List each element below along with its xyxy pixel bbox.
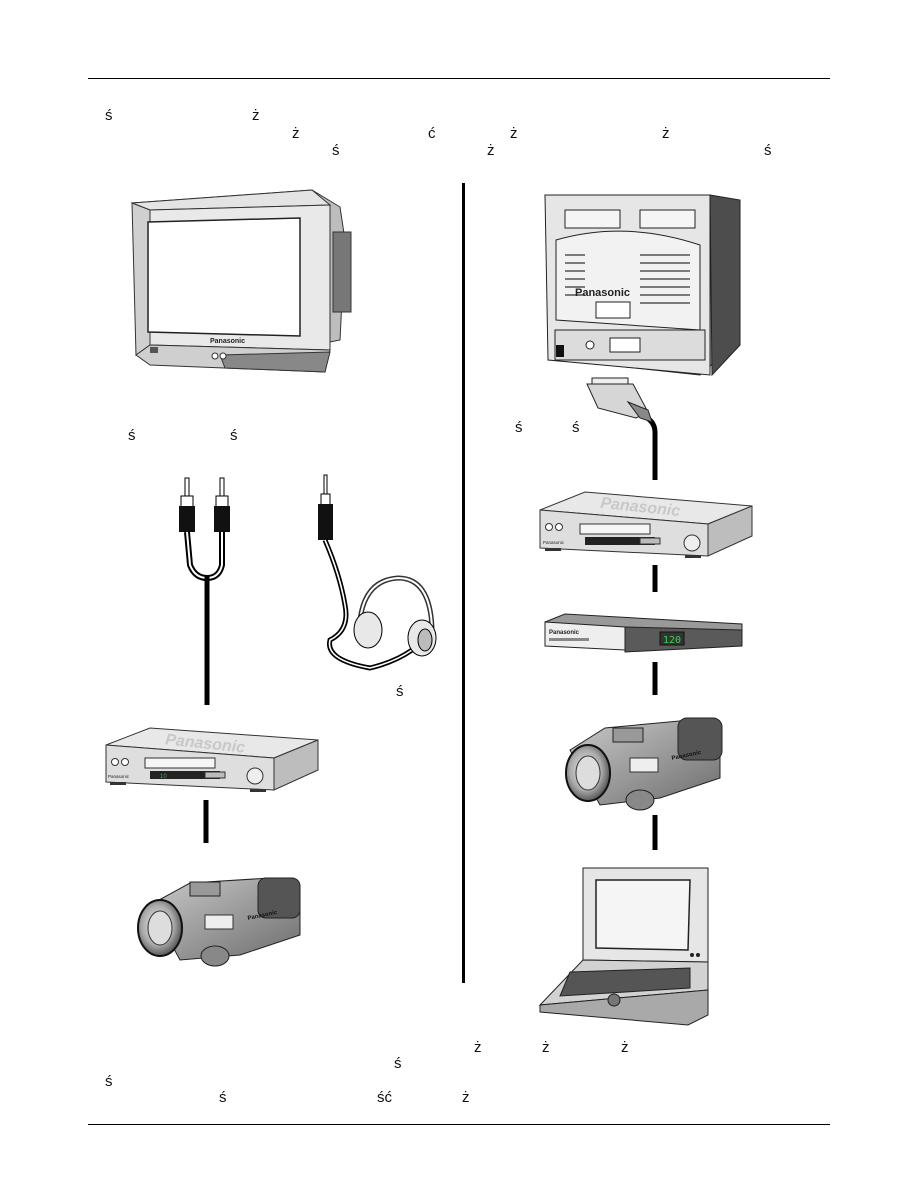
scart-cable	[586, 377, 658, 480]
right-caption-glyph: ś	[515, 419, 523, 436]
camcorder-right: Panasonic	[565, 717, 723, 811]
top-glyph: ś	[105, 107, 113, 124]
bottom-glyph: ż	[621, 1039, 629, 1056]
left-caption-glyph: ś	[128, 427, 136, 444]
left-caption-glyph: ś	[230, 427, 238, 444]
tv-rear-housing	[332, 231, 352, 313]
footer-rule	[88, 1124, 830, 1125]
bottom-glyph: ść	[377, 1089, 392, 1106]
laptop	[538, 867, 709, 1026]
column-divider	[462, 183, 465, 983]
headphones-caption-glyph: ś	[396, 683, 404, 700]
laptop-keyboard	[559, 967, 691, 997]
set-top-box: Panasonic 120	[544, 613, 743, 653]
tv-back-brand: Panasonic	[575, 287, 630, 299]
tv-front: Panasonic	[130, 189, 352, 373]
headphones	[318, 474, 437, 671]
top-glyph: ś	[332, 142, 340, 159]
scart-socket	[609, 337, 641, 353]
svg-text:Panasonic: Panasonic	[543, 540, 565, 545]
tv-rear: Panasonic	[544, 194, 741, 377]
header-rule	[88, 78, 830, 79]
top-glyph: ż	[662, 125, 670, 142]
bottom-glyph: ż	[474, 1039, 482, 1056]
top-glyph: ż	[487, 142, 495, 159]
bottom-glyph: ś	[219, 1089, 227, 1106]
tv-screen	[147, 217, 301, 337]
top-glyph: ć	[428, 125, 436, 142]
box-display: 120	[663, 635, 681, 646]
vcr-brand: Panasonic	[108, 774, 130, 779]
vcr-left: Panasonic 10 Panasonic	[105, 727, 319, 792]
top-glyph: ś	[764, 142, 772, 159]
bottom-glyph: ż	[462, 1089, 470, 1106]
top-glyph: ż	[510, 125, 518, 142]
bottom-glyph: ś	[105, 1073, 113, 1090]
camcorder-left: Panasonic	[137, 877, 301, 967]
right-caption-glyph: ś	[572, 419, 580, 436]
top-glyph: ż	[292, 125, 300, 142]
vcr-right: Panasonic Panasonic	[539, 491, 753, 558]
box-brand: Panasonic	[549, 630, 580, 636]
top-glyph: ż	[252, 107, 260, 124]
laptop-screen	[595, 879, 691, 951]
rca-cable	[179, 477, 230, 705]
tv-brand: Panasonic	[210, 338, 245, 345]
svg-text:10: 10	[160, 774, 167, 780]
bottom-glyph: ś	[394, 1055, 402, 1072]
bottom-glyph: ż	[542, 1039, 550, 1056]
